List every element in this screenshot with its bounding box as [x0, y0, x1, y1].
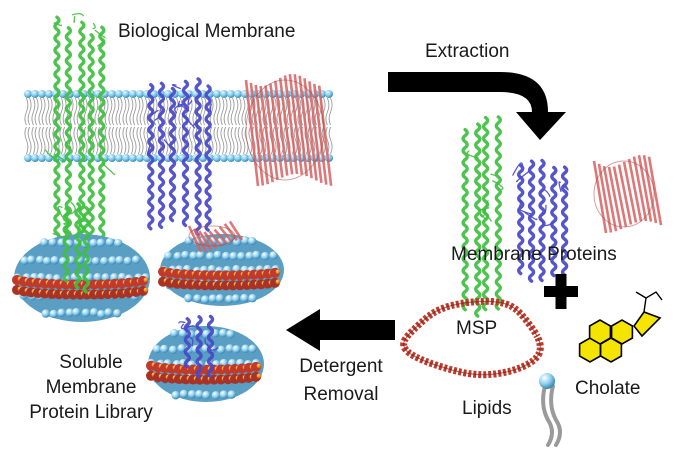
- library-line-1: Soluble: [59, 352, 123, 373]
- extraction-label: Extraction: [425, 41, 510, 62]
- cholate-label: Cholate: [575, 378, 641, 399]
- nanodisc-green: [12, 201, 150, 322]
- blue-protein-extracted: [512, 158, 569, 283]
- lipids-label: Lipids: [462, 398, 512, 419]
- nanodisc-red: [158, 220, 284, 306]
- detergent-removal-line-2: Removal: [303, 384, 379, 405]
- biological-membrane-label: Biological Membrane: [118, 21, 296, 42]
- nanodisc-blue: [146, 314, 264, 402]
- red-protein-in-membrane: [244, 73, 333, 187]
- soluble-library-label: Soluble Membrane Protein Library: [8, 352, 174, 424]
- extraction-arrow: [388, 72, 566, 140]
- cholate-molecule-icon: [578, 291, 663, 363]
- library-line-3: Protein Library: [29, 402, 153, 423]
- detergent-removal-arrow: [286, 309, 395, 351]
- detergent-removal-label: Detergent Removal: [290, 356, 392, 406]
- membrane-proteins-label: Membrane Proteins: [451, 244, 617, 265]
- detergent-removal-line-1: Detergent: [299, 356, 383, 377]
- green-protein-extracted: [461, 115, 504, 318]
- blue-protein-in-membrane: [146, 77, 213, 237]
- plus-icon: [544, 274, 578, 309]
- red-protein-extracted: [592, 154, 663, 234]
- lipid-molecule-icon: [539, 373, 562, 447]
- msp-helix-loop: [400, 297, 544, 379]
- library-line-2: Membrane: [45, 377, 137, 398]
- msp-label: MSP: [456, 318, 498, 339]
